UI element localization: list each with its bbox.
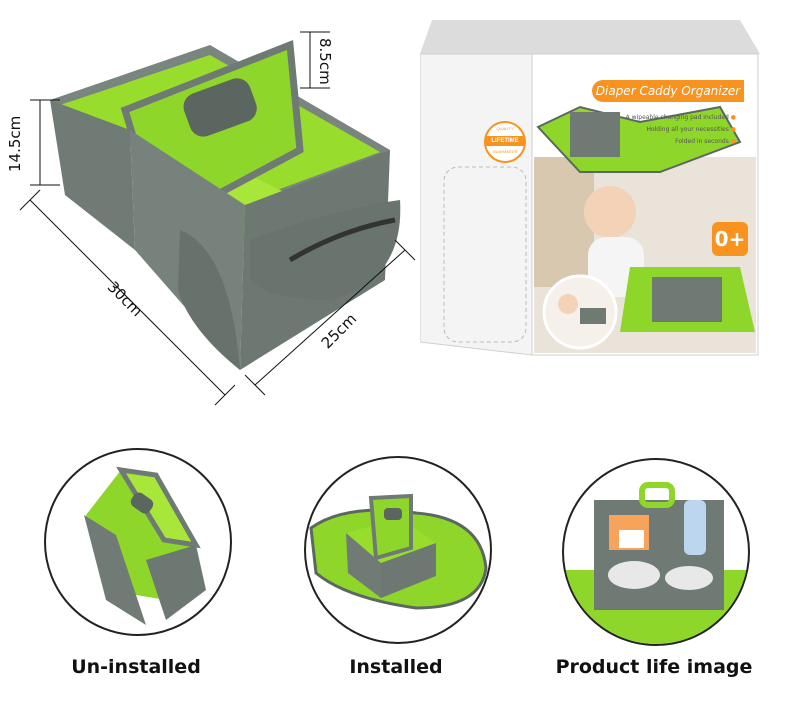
unfolded-left-panel (84, 515, 146, 625)
lifestyle-diaper-2 (665, 566, 713, 590)
age-badge: 0+ (712, 222, 748, 256)
lifestyle-handle (639, 482, 675, 508)
box-top-flap (420, 20, 760, 54)
dimension-lines (19, 31, 416, 406)
lifestyle-caption: Product life image (555, 656, 753, 678)
main-product-figure: 8.5cm 14.5cm 30cm 25cm (0, 0, 420, 420)
lifestyle-image (562, 458, 750, 646)
caddy-left-wall (50, 100, 135, 250)
seal-top-label: QUALITY (496, 126, 514, 131)
inset-caddy (580, 308, 606, 324)
inset-baby (558, 294, 578, 314)
seal-label: LIFETIME (491, 138, 519, 144)
box-illustration (419, 20, 760, 356)
lifestyle-diaper-1 (608, 561, 660, 589)
photo-caddy (652, 277, 722, 322)
baby-head (584, 186, 636, 238)
box-window (443, 166, 527, 343)
front-pocket (178, 230, 240, 370)
box-feature-2: Holding all your necessities (600, 126, 736, 133)
installed-caption: Installed (349, 656, 443, 678)
unfolded-handle (130, 492, 154, 514)
lifestyle-illustration (564, 482, 748, 644)
packaging-box: LIFETIME QUALITY GUARANTEE (419, 12, 765, 360)
box-title: Diaper Caddy Organizer (592, 80, 744, 102)
seal-ribbon (486, 136, 524, 146)
installed-handle (384, 508, 402, 520)
uninstalled-illustration (84, 466, 206, 625)
lifestyle-bottle (684, 500, 706, 555)
installed-illustration (309, 493, 488, 610)
height-label: 14.5cm (6, 115, 24, 172)
seal-bottom-label: GUARANTEE (492, 149, 518, 154)
handle-cutout (183, 78, 257, 137)
installed-side (381, 543, 436, 598)
side-pocket (250, 200, 401, 300)
box-feature-1: A wipeable changing pad included (600, 114, 736, 121)
uninstalled-caption: Un-installed (71, 656, 201, 678)
box-feature-3: Folded in seconds (600, 138, 736, 145)
unfolded-right-panel (146, 545, 206, 620)
box-side-panel (419, 53, 533, 356)
handle-height-label: 8.5cm (316, 38, 334, 85)
lifestyle-cream (619, 530, 644, 548)
uninstalled-image (44, 448, 232, 636)
caddy-illustration (19, 31, 416, 406)
photo-shelf (534, 157, 594, 287)
installed-image (304, 456, 492, 644)
elastic-band (288, 217, 396, 263)
installed-front (346, 533, 381, 598)
installed-divider (368, 493, 413, 561)
